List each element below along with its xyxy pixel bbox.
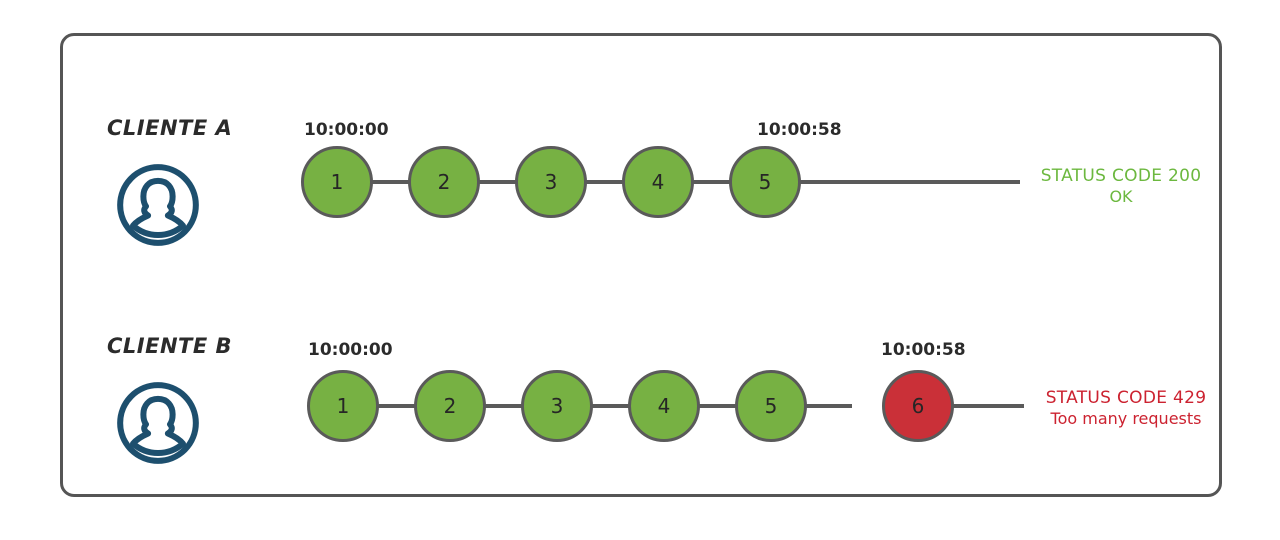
user-avatar-icon [115,380,201,466]
request-node-label: 3 [550,394,564,418]
connector-b-2 [481,404,531,408]
request-node[interactable]: 1 [307,370,379,442]
client-row-cliente-a: CLIENTE A 10:00:00 10:00:58 1 [63,70,1225,250]
request-node[interactable]: 3 [521,370,593,442]
connector-b-4 [695,404,745,408]
connector-b-1 [374,404,424,408]
connector-a-tail [796,180,1020,184]
timeline-a: 10:00:00 10:00:58 1 2 3 [63,70,1225,250]
status-badge-a: STATUS CODE 200 OK [1026,166,1216,207]
client-label-b: CLIENTE B [107,334,233,358]
status-badge-b: STATUS CODE 429 Too many requests [1026,388,1226,429]
request-node[interactable]: 1 [301,146,373,218]
request-node[interactable]: 3 [515,146,587,218]
connector-b-3 [588,404,638,408]
request-node[interactable]: 4 [622,146,694,218]
request-node-label: 2 [443,394,457,418]
timestamp-start-b: 10:00:00 [308,340,393,360]
request-node-label: 5 [758,170,772,194]
request-node[interactable]: 5 [735,370,807,442]
status-code-a: STATUS CODE 200 [1040,166,1202,186]
connector-a-3 [582,180,632,184]
status-text-b: Too many requests [1050,409,1202,429]
request-node-rejected[interactable]: 6 [882,370,954,442]
connector-b-tail [909,404,1024,408]
timestamp-end-a: 10:00:58 [757,120,842,140]
request-node-label: 1 [330,170,344,194]
connector-b-5 [802,404,852,408]
connector-a-1 [368,180,418,184]
timestamp-end-b: 10:00:58 [881,340,966,360]
connector-a-2 [475,180,525,184]
client-row-cliente-b: CLIENTE B 10:00:00 10:00:58 [63,288,1225,468]
request-node[interactable]: 2 [408,146,480,218]
status-code-b: STATUS CODE 429 [1045,388,1207,408]
client-label-a: CLIENTE A [107,116,233,140]
request-node-label: 4 [657,394,671,418]
connector-a-4 [689,180,739,184]
timeline-b: 10:00:00 10:00:58 1 2 3 [63,288,1225,468]
user-avatar-icon [115,162,201,248]
request-node[interactable]: 4 [628,370,700,442]
request-node-label: 6 [911,394,925,418]
request-node-label: 3 [544,170,558,194]
diagram-frame: CLIENTE A 10:00:00 10:00:58 1 [60,33,1222,497]
status-text-a: OK [1109,187,1133,207]
request-node-label: 4 [651,170,665,194]
request-node-label: 2 [437,170,451,194]
request-node-label: 5 [764,394,778,418]
request-node[interactable]: 5 [729,146,801,218]
request-node-label: 1 [336,394,350,418]
request-node[interactable]: 2 [414,370,486,442]
timestamp-start-a: 10:00:00 [304,120,389,140]
